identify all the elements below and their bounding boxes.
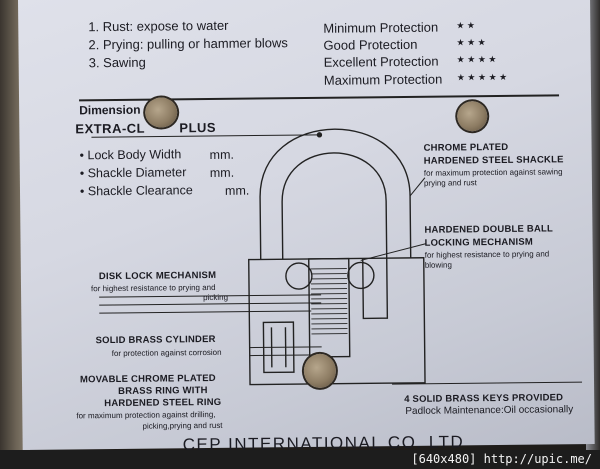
callout-ring-title-3: HARDENED STEEL RING: [104, 396, 222, 410]
callout-shackle-title-1: CHROME PLATED: [423, 141, 509, 154]
callout-disk-desc-2: picking: [203, 292, 229, 303]
watermark-banner: [640x480] http://upic.me/: [0, 450, 600, 469]
callout-ball-title-1: HARDENED DOUBLE BALL: [424, 223, 554, 236]
packaging-card: 1. Rust: expose to water 2. Prying: pull…: [18, 0, 595, 454]
callout-disk-title: DISK LOCK MECHANISM: [98, 269, 217, 283]
callout-cylinder-desc: for protection against corrosion: [111, 347, 222, 359]
punched-hole-bottom: [303, 353, 337, 389]
right-ball: [347, 261, 375, 290]
punched-hole-right: [457, 101, 488, 132]
callout-ring-desc-2: picking,prying and rust: [142, 420, 223, 431]
callout-ball-desc-2: blowing: [424, 260, 452, 270]
callout-shackle-desc-2: prying and rust: [423, 178, 477, 188]
callout-disk-desc-1: for highest resistance to prying and: [90, 282, 216, 294]
punched-hole-left: [145, 97, 178, 128]
shackle-inner: [281, 152, 389, 320]
callout-ball-title-2: LOCKING MECHANISM: [424, 236, 534, 249]
callout-keys-desc: Padlock Maintenance:Oil occasionally: [405, 404, 574, 417]
shackle-outer: [259, 128, 412, 260]
callout-cylinder-title: SOLID BRASS CYLINDER: [95, 333, 216, 347]
lock-body: [248, 257, 426, 386]
left-ball: [285, 262, 313, 290]
padlock-diagram: [91, 128, 583, 386]
watermark-text: [640x480] http://upic.me/: [411, 452, 592, 466]
